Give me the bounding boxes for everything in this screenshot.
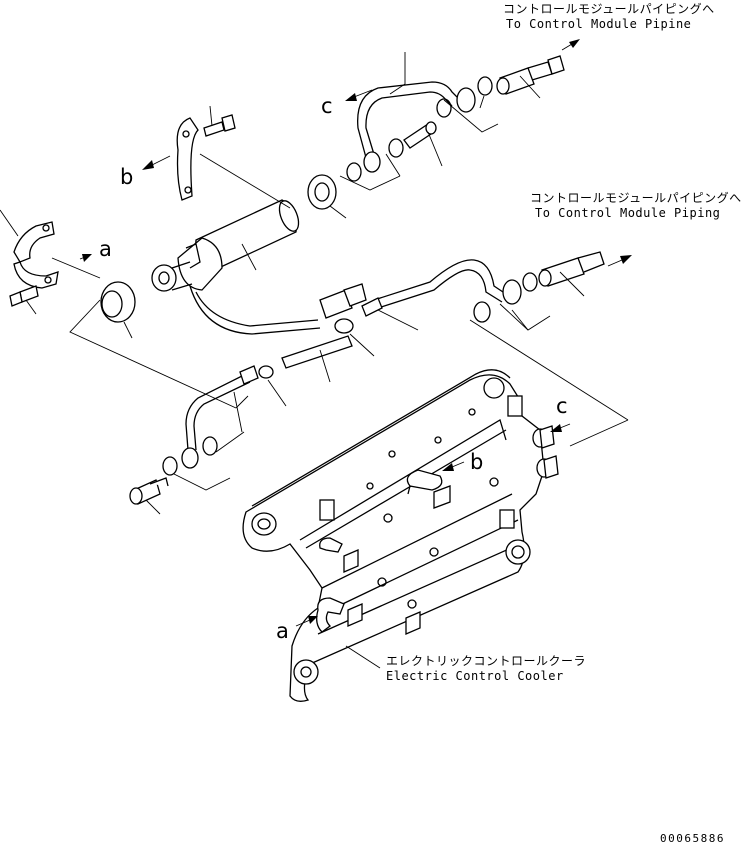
arrow-letter-b-bottom: b — [470, 450, 484, 474]
label-upper-english: To Control Module Pipine — [506, 17, 692, 31]
upper-flow-arrow — [561, 39, 580, 51]
pump-leader-lines — [0, 105, 347, 409]
cooler-flow-arrows — [295, 423, 571, 627]
arrow-letter-c-top: c — [321, 94, 333, 118]
label-middle-english: To Control Module Piping — [535, 206, 721, 220]
lower-left-pipe-assembly — [129, 365, 259, 505]
arrow-letter-a-bottom: a — [276, 619, 289, 643]
label-cooler-english: Electric Control Cooler — [386, 669, 564, 683]
middle-pipe-assembly — [258, 251, 605, 379]
cooler-leader-lines — [345, 645, 381, 669]
lower-left-leader-lines — [145, 391, 245, 515]
cooler-plate — [242, 369, 559, 702]
fuel-pump-assembly — [9, 114, 367, 335]
label-cooler-japanese: エレクトリックコントロールクーラ — [386, 654, 587, 668]
upper-leader-lines — [339, 52, 541, 191]
label-middle-japanese: コントロールモジュールパイピングへ — [530, 191, 742, 205]
arrow-letter-c-bottom: c — [556, 394, 568, 418]
pump-flow-arrows — [79, 89, 373, 262]
middle-leader-lines — [267, 271, 629, 447]
upper-pipe-assembly — [346, 55, 565, 182]
drawing-number: 00065886 — [660, 832, 725, 845]
arrow-letter-b-top: b — [120, 165, 134, 189]
middle-flow-arrow — [607, 255, 632, 267]
label-upper-japanese: コントロールモジュールパイピングへ — [503, 2, 715, 16]
arrow-letter-a-top: a — [99, 237, 112, 261]
